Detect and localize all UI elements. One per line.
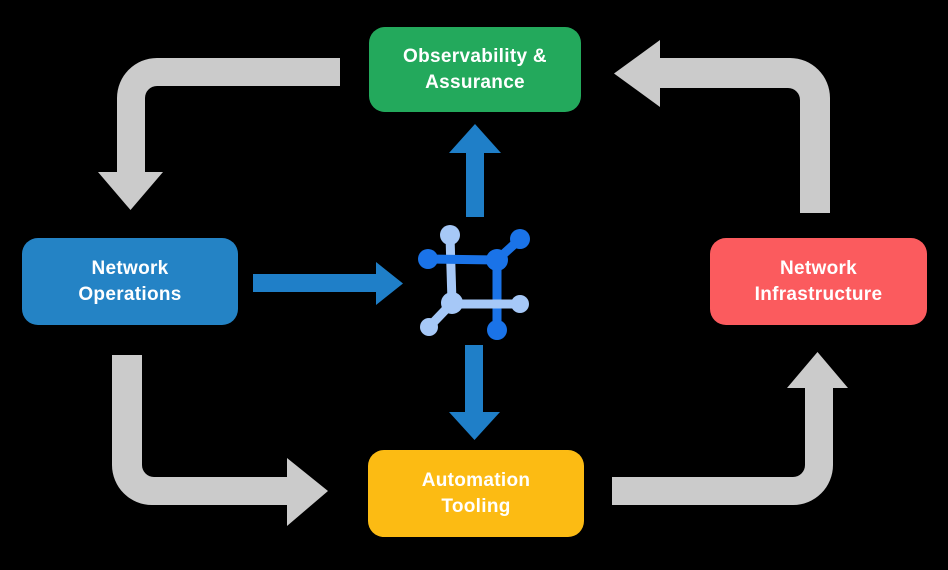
mesh-node-left — [418, 249, 438, 269]
node-automation-tooling: Automation Tooling — [368, 450, 584, 537]
cycle-arrow-automation-to-infrastructure — [612, 352, 848, 505]
mesh-joint-top-right — [486, 249, 508, 271]
network-mesh-icon — [418, 225, 530, 340]
cycle-arrow-observability-to-operations — [98, 58, 340, 210]
flow-arrow-center-to-automation — [449, 345, 500, 440]
cycle-arrow-infrastructure-to-observability — [614, 40, 830, 213]
mesh-node-bottom-left — [420, 318, 438, 336]
flow-arrow-operations-to-center — [253, 262, 403, 305]
node-infrastructure-label-line2: Infrastructure — [754, 283, 883, 305]
node-observability-label-line1: Observability & — [403, 45, 547, 67]
node-observability-assurance: Observability & Assurance — [369, 27, 581, 112]
mesh-top-edge — [427, 254, 498, 265]
mesh-joint-bottom-left — [441, 292, 463, 314]
mesh-node-top-right — [510, 229, 530, 249]
node-network-operations: Network Operations — [22, 238, 238, 325]
cycle-arrow-operations-to-automation — [112, 355, 328, 526]
mesh-node-bottom — [487, 320, 507, 340]
node-infrastructure-label-line1: Network — [779, 257, 858, 279]
flow-arrow-center-to-observability — [449, 124, 501, 217]
mesh-node-top — [440, 225, 460, 245]
node-operations-label-line1: Network — [91, 257, 169, 279]
mesh-node-right — [511, 295, 529, 313]
node-automation-label-line1: Automation — [421, 469, 531, 491]
node-network-infrastructure: Network Infrastructure — [710, 238, 927, 325]
mesh-left-edge — [445, 235, 457, 303]
node-automation-label-line2: Tooling — [441, 495, 511, 517]
node-operations-label-line2: Operations — [78, 283, 182, 305]
node-observability-label-line2: Assurance — [425, 71, 525, 93]
